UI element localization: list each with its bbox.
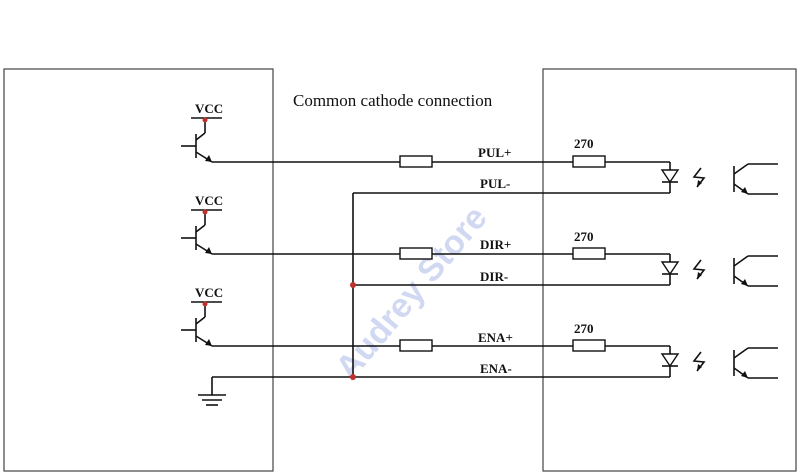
channel-pul: VCC PUL+ 270 PUL- bbox=[181, 101, 778, 195]
resistor-270-label: 270 bbox=[574, 229, 594, 244]
ground-icon bbox=[198, 377, 226, 406]
channel-ena: VCC ENA+ 270 ENA- bbox=[181, 285, 778, 379]
light-arrows-icon bbox=[692, 351, 706, 372]
led-icon bbox=[660, 353, 680, 368]
pul-minus-label: PUL- bbox=[480, 176, 510, 191]
driver-box bbox=[542, 68, 797, 472]
npn-transistor-icon bbox=[181, 209, 222, 255]
series-resistor bbox=[399, 339, 433, 352]
junction-dot bbox=[350, 374, 356, 380]
phototransistor-icon bbox=[733, 255, 778, 287]
ena-minus-label: ENA- bbox=[480, 361, 512, 376]
series-resistor bbox=[399, 247, 433, 260]
pul-plus-label: PUL+ bbox=[478, 145, 511, 160]
junction-dot bbox=[350, 282, 356, 288]
vcc-label: VCC bbox=[195, 285, 223, 300]
phototransistor-icon bbox=[733, 163, 778, 195]
channel-dir: VCC DIR+ 270 DIR- bbox=[181, 193, 778, 287]
npn-transistor-icon bbox=[181, 117, 222, 163]
diagram-title: Common cathode connection bbox=[293, 91, 493, 110]
driver-resistor bbox=[572, 247, 606, 260]
led-icon bbox=[660, 169, 680, 184]
series-resistor bbox=[399, 155, 433, 168]
ena-plus-label: ENA+ bbox=[478, 330, 513, 345]
npn-transistor-icon bbox=[181, 301, 222, 347]
driver-resistor bbox=[572, 155, 606, 168]
driver-resistor bbox=[572, 339, 606, 352]
led-icon bbox=[660, 261, 680, 276]
dir-plus-label: DIR+ bbox=[480, 237, 511, 252]
light-arrows-icon bbox=[692, 259, 706, 280]
light-arrows-icon bbox=[692, 167, 706, 188]
dir-minus-label: DIR- bbox=[480, 269, 508, 284]
resistor-270-label: 270 bbox=[574, 136, 594, 151]
phototransistor-icon bbox=[733, 347, 778, 379]
controller-box bbox=[3, 68, 274, 472]
resistor-270-label: 270 bbox=[574, 321, 594, 336]
vcc-label: VCC bbox=[195, 193, 223, 208]
vcc-label: VCC bbox=[195, 101, 223, 116]
